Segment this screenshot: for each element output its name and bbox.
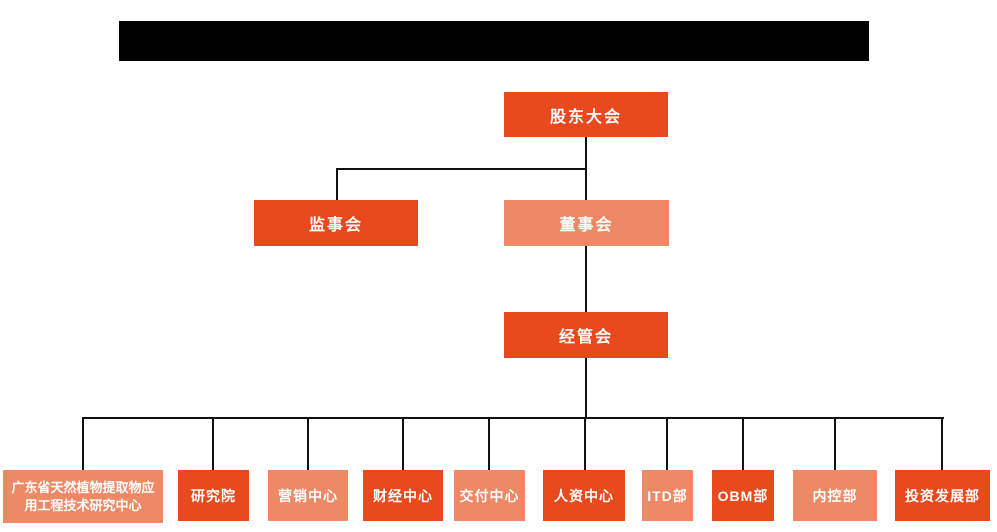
org-node-label: 营销中心 [278, 487, 338, 504]
connector-v-shareholders [585, 137, 587, 168]
connector-h-departments [84, 417, 944, 419]
connector-v-dept [488, 417, 490, 470]
org-node-obm-dept: OBM部 [712, 470, 774, 521]
org-node-finance-center: 财经中心 [363, 470, 443, 521]
redacted-title-bar [119, 21, 869, 61]
org-node-itd-dept: ITD部 [642, 470, 693, 521]
org-node-label: 研究院 [191, 487, 236, 504]
org-node-internal-control-dept: 内控部 [793, 470, 877, 521]
org-node-research-institute: 研究院 [178, 470, 249, 521]
org-node-delivery-center: 交付中心 [454, 470, 525, 521]
connector-v-supervisors [336, 168, 338, 200]
connector-h-level2 [336, 168, 587, 170]
connector-v-directors [585, 168, 587, 200]
org-node-marketing-center: 营销中心 [268, 470, 348, 521]
connector-v-dept [742, 417, 744, 470]
org-node-investment-development-dept: 投资发展部 [895, 470, 990, 521]
connector-v-dept [834, 417, 836, 470]
org-node-label: 监事会 [308, 217, 363, 234]
org-node-label: ITD部 [647, 487, 688, 504]
org-node-label: OBM部 [717, 487, 769, 504]
org-node-label: 股东大会 [549, 108, 622, 126]
connector-v-directors-management [585, 246, 587, 312]
org-node-board-of-directors: 董事会 [504, 200, 669, 246]
org-node-label: 交付中心 [459, 487, 520, 504]
org-node-label: 内控部 [812, 487, 858, 504]
org-node-guangdong-research-center: 广东省天然植物提取物应用工程技术研究中心 [3, 470, 163, 523]
org-node-label: 投资发展部 [905, 487, 980, 504]
org-node-label: 广东省天然植物提取物应用工程技术研究中心 [11, 479, 155, 513]
org-node-shareholders-meeting: 股东大会 [504, 92, 668, 137]
org-node-label: 财经中心 [373, 487, 433, 504]
org-node-supervisory-board: 监事会 [254, 200, 418, 246]
org-node-label: 董事会 [559, 217, 614, 234]
connector-v-dept [584, 417, 586, 470]
org-node-label: 人资中心 [554, 487, 614, 504]
connector-v-dept [666, 417, 668, 470]
connector-v-dept [402, 417, 404, 470]
connector-v-dept [307, 417, 309, 470]
org-node-hr-center: 人资中心 [543, 470, 625, 521]
connector-v-management-departments [585, 358, 587, 417]
org-node-management-committee: 经管会 [504, 312, 668, 358]
org-node-label: 经管会 [558, 329, 613, 346]
connector-v-dept [212, 417, 214, 470]
connector-v-dept [941, 417, 943, 470]
connector-v-dept [82, 417, 84, 470]
